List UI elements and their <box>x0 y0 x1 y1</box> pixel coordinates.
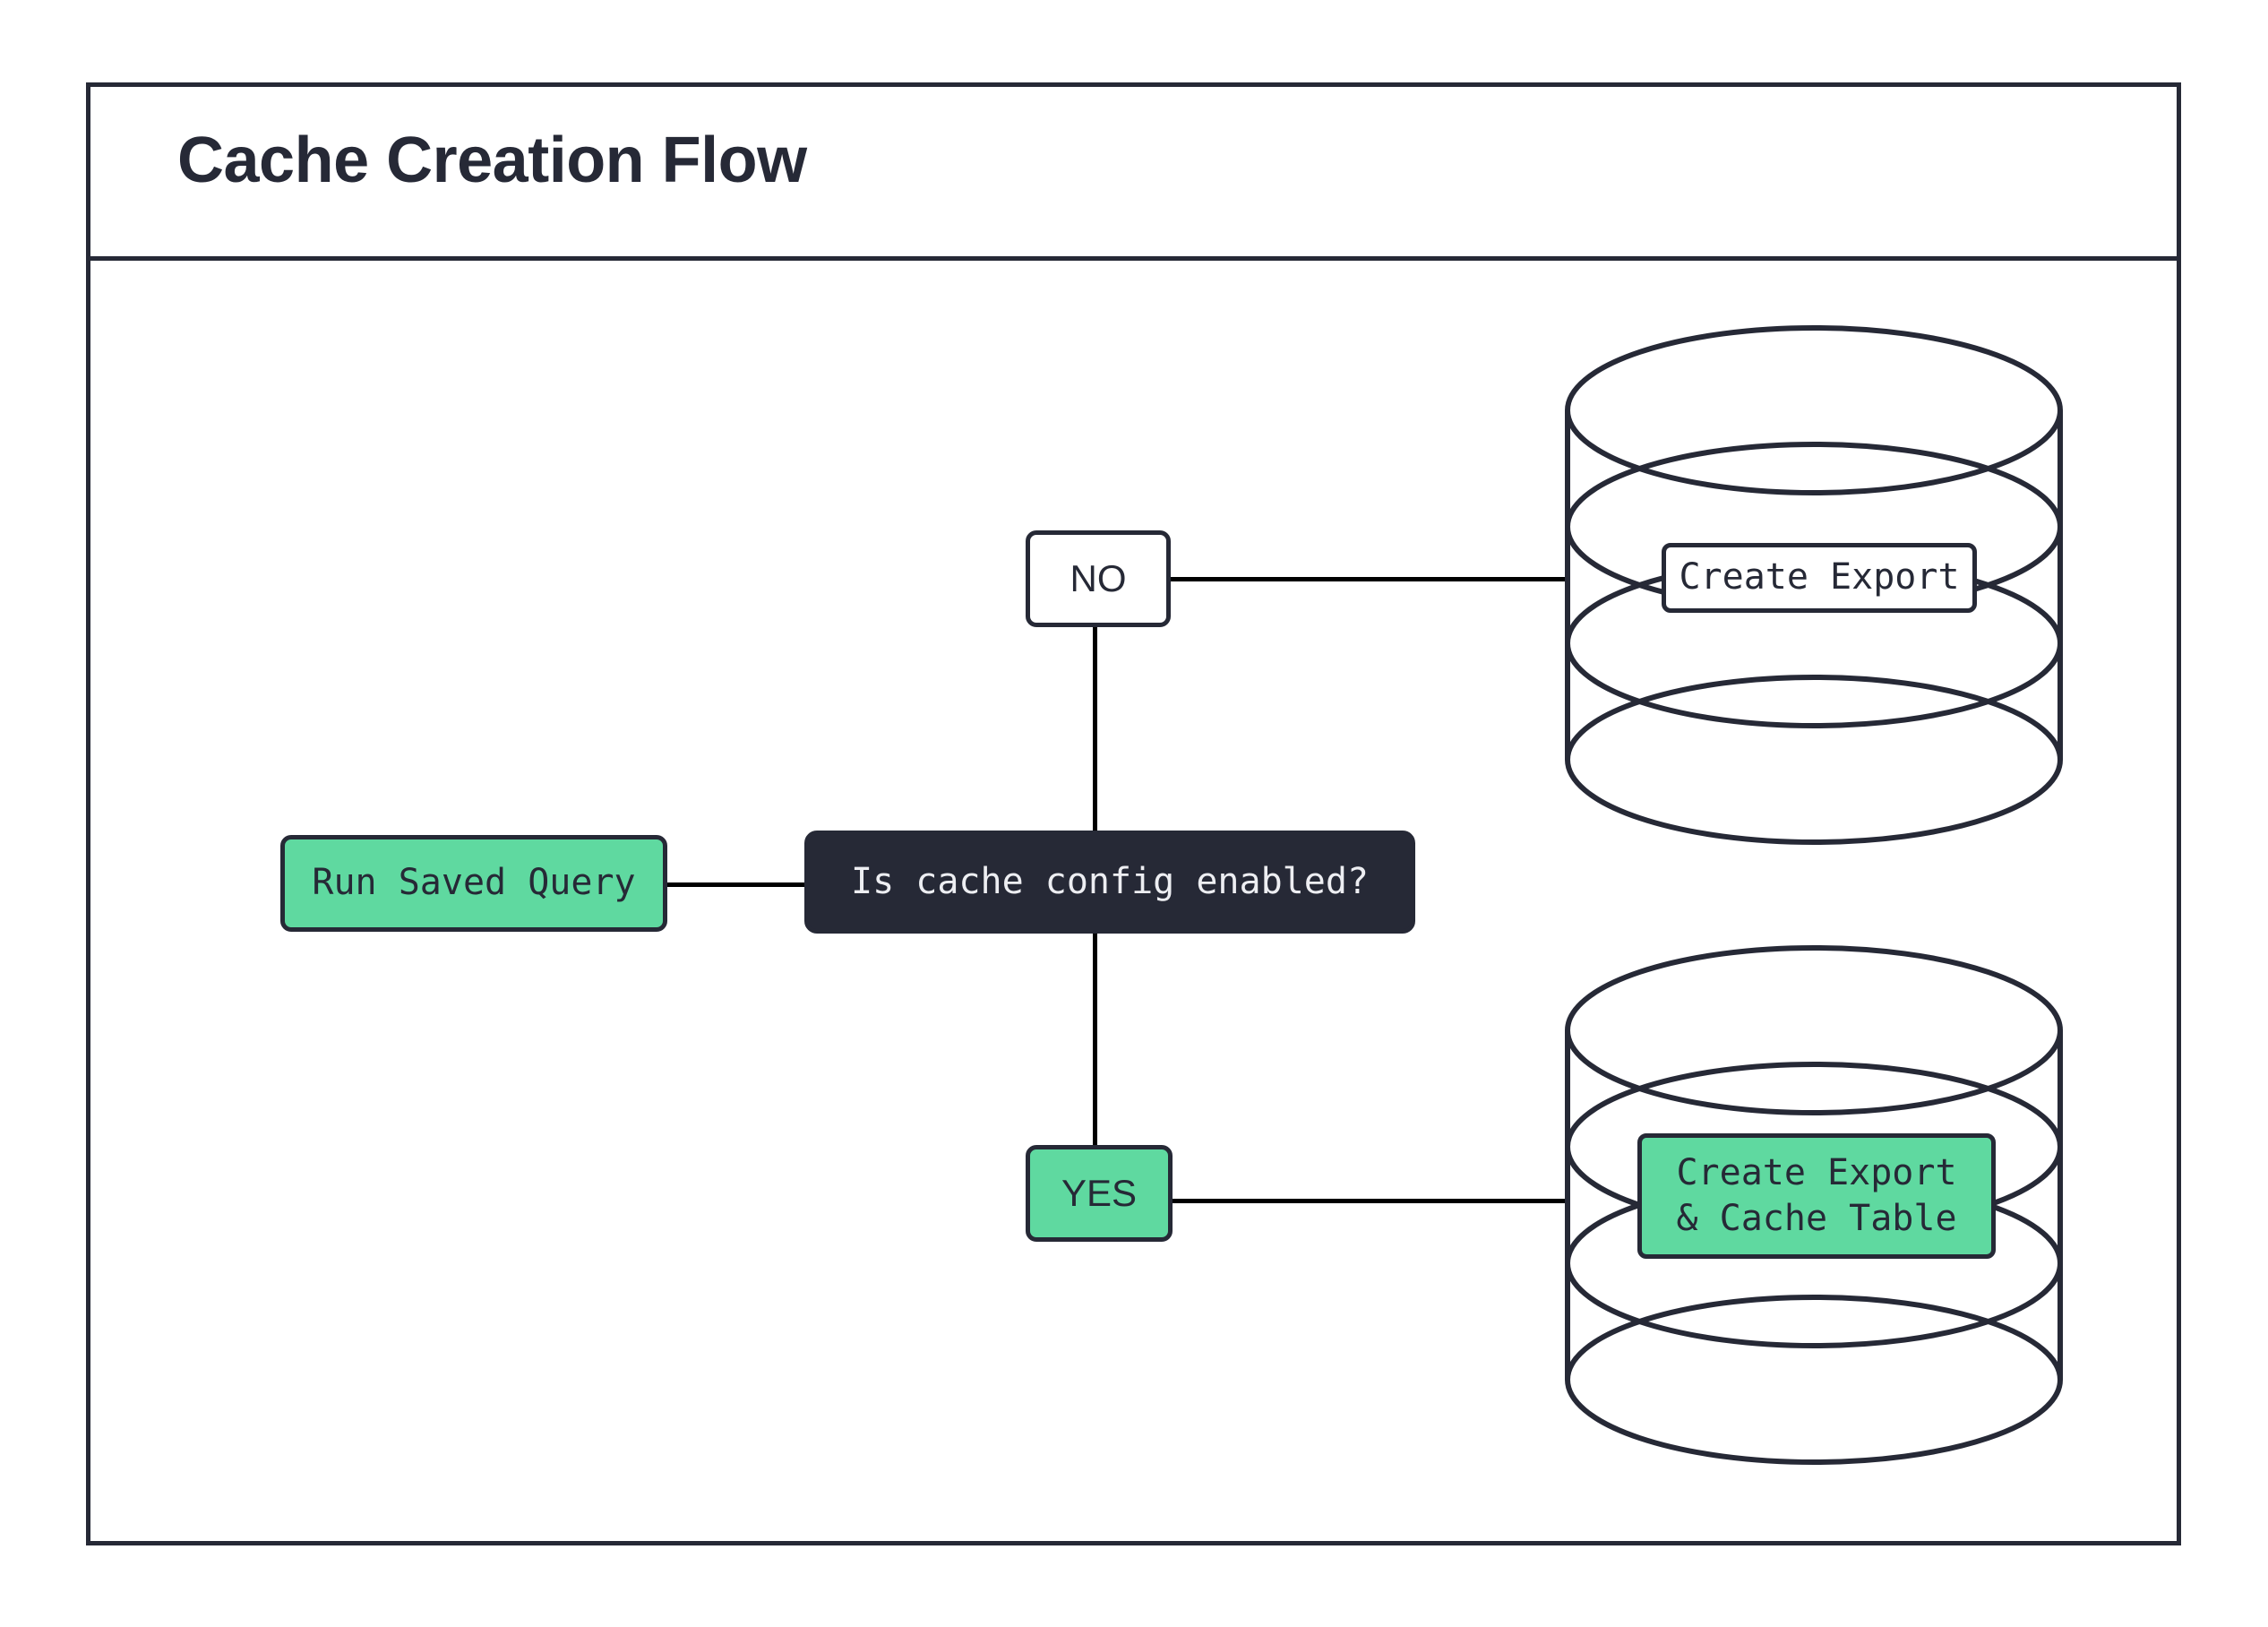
node-run-saved-query[interactable]: Run Saved Query <box>280 835 667 932</box>
page-title: Cache Creation Flow <box>177 125 807 196</box>
edge-yes-to-database-bottom <box>1170 1199 1568 1203</box>
node-database-top[interactable]: Create Export <box>1563 321 2074 858</box>
node-branch-no[interactable]: NO <box>1026 530 1171 627</box>
node-is-cache-config-enabled[interactable]: Is cache config enabled? <box>804 831 1415 934</box>
node-branch-yes[interactable]: YES <box>1026 1145 1173 1242</box>
edge-decision-to-yes <box>1093 932 1097 1147</box>
diagram-title-bar <box>86 82 2181 261</box>
edge-no-to-database-top <box>1168 577 1568 581</box>
database-bottom-label: Create Export & Cache Table <box>1637 1133 1996 1259</box>
node-database-bottom[interactable]: Create Export & Cache Table <box>1563 941 2074 1478</box>
database-top-label: Create Export <box>1662 543 1977 613</box>
edge-decision-to-no <box>1093 625 1097 832</box>
edge-run-saved-query-to-decision <box>667 882 806 887</box>
